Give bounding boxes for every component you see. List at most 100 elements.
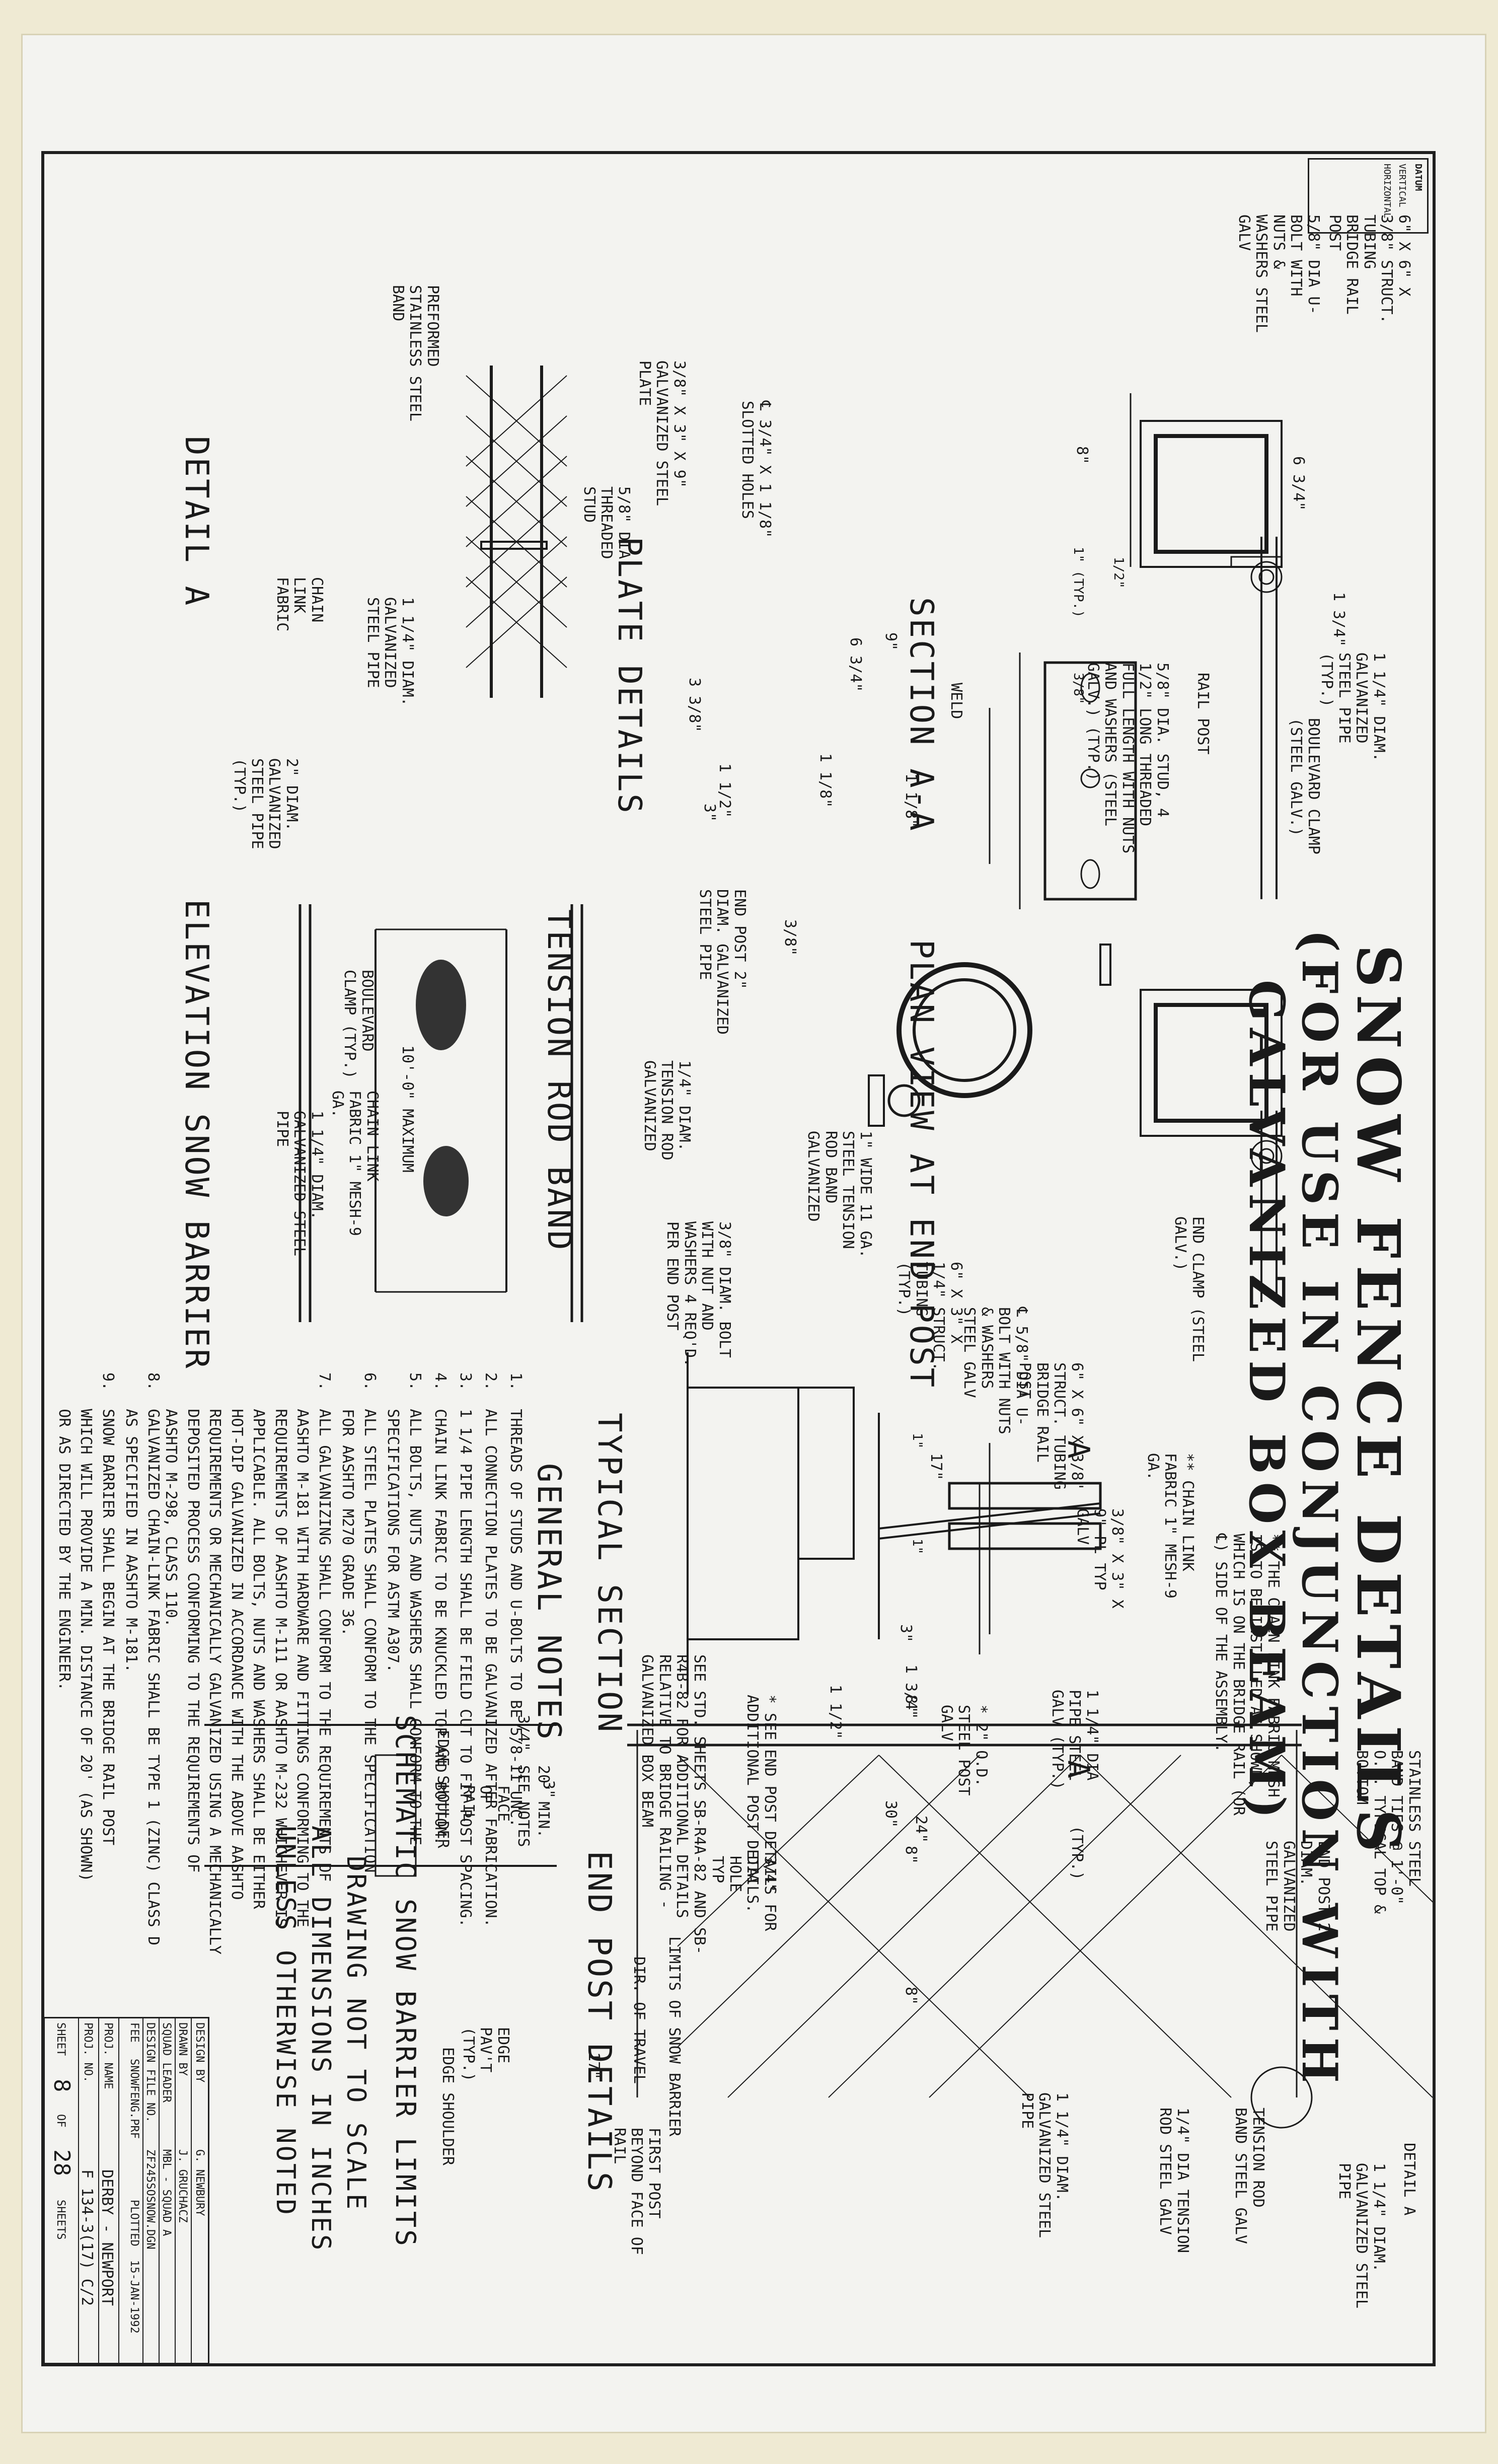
datum-title: DATUM: [1413, 164, 1424, 191]
tb-proj-value: DERBY - NEWPORT: [98, 2169, 116, 2306]
scale-note-3: UNLESS OTHERWISE NOTED: [270, 1826, 301, 2217]
tb-sheet-label: SHEET: [54, 2022, 67, 2056]
typical-dim1b: 1": [910, 1539, 925, 1555]
section-aa-dim-8: 8": [1073, 446, 1091, 465]
tb-fee-label: FEE: [128, 2022, 140, 2043]
plate-dim-38: 3/8": [781, 919, 799, 956]
typical-odsteel-label: * 2" O.D. STEEL POST GALV: [938, 1705, 990, 1796]
typical-section-drawing: [687, 1352, 1102, 1695]
schematic-face-label: FACE OF RAIL: [460, 1785, 512, 1822]
tb-row-proj: PROJ. NAME DERBY - NEWPORT: [98, 2018, 119, 2363]
tb-row-design: DESIGN BY G. NEWBURY: [192, 2018, 208, 2363]
plate-plate-label: 3/8" X 3" X 9" GALVANIZED STEEL PLATE: [636, 360, 688, 506]
tb-projno-value: F 134-3(17) C/2: [78, 2169, 96, 2306]
tb-row-squad: SQUAD LEADER MBL - SQUAD A: [159, 2018, 176, 2363]
end-post-drawing: [627, 1723, 1433, 2129]
plate-details-heading: PLATE DETAILS: [611, 537, 648, 815]
endpost-trod-label: 1/4" DIA TENSION ROD STEEL GALV: [1156, 2108, 1192, 2253]
section-aa-dim-half: 1/2": [1111, 557, 1126, 589]
tension-endpost-label: END POST 2" DIAM. GALVANIZED STEEL PIPE: [696, 889, 748, 1035]
endpost-dim8a: 8": [902, 1695, 920, 1713]
tension-band-label: 1" WIDE 11 GA. STEEL TENSION ROD BAND GA…: [804, 1131, 875, 1258]
typical-typ: (TYP.): [1068, 1826, 1086, 1880]
typical-tubing-label: 6" X 3" X 1/4" STRUCT. TUBING (TYP.): [895, 1262, 965, 1371]
tb-drawn-label: DRAWN BY: [176, 2022, 189, 2076]
section-cut-a-left: A: [1061, 1440, 1096, 1459]
general-note-1: 1. THREADS OF STUDS AND U-BOLTS TO BE 5/…: [507, 1372, 525, 1828]
tb-file-label: DESIGN FILE NO.: [144, 2022, 157, 2123]
elevation-fabric-label: CHAIN LINK FABRIC 1" MESH-9 GA.: [329, 1091, 381, 1236]
elevation-clamp-label: BOULEVARD CLAMP (TYP.): [341, 970, 377, 1079]
typical-fabric-label: ** CHAIN LINK FABRIC 1" MESH-9 GA.: [1144, 1453, 1196, 1599]
general-notes-heading: GENERAL NOTES: [530, 1463, 567, 1742]
schematic-edgepave-label: EDGE PAV'T (TYP.): [460, 2027, 512, 2082]
tb-file-value: ZF245SOSNOW.DGN: [144, 2149, 157, 2250]
typical-plate-label: 3/8" X 3" X 9" PL TYP GALV: [1074, 1508, 1126, 1609]
tb-of-label: OF: [54, 2114, 67, 2128]
section-aa-clamp-label: BOULEVARD CLAMP (STEEL GALV.): [1287, 718, 1323, 854]
endpost-dim112: 1 1/2": [827, 1685, 844, 1740]
section-aa-drawing: [1130, 393, 1283, 899]
plate-dim-9: 9": [882, 632, 900, 651]
plate-dim-118b: 1 1/8": [902, 773, 920, 828]
typical-dim30: 30": [882, 1800, 900, 1828]
schematic-min-label: 20' MIN.: [535, 1765, 552, 1838]
section-aa-dim-width: 6 3/4": [1290, 456, 1307, 511]
tb-design-label: DESIGN BY: [193, 2022, 206, 2083]
general-note-9: 9. SNOW BARRIER SHALL BEGIN AT THE BRIDG…: [55, 1372, 117, 1882]
detail-a-drawing: [466, 366, 567, 698]
endpost-dim8c: 8": [902, 1987, 920, 2005]
tb-row-projno: PROJ. NO. F 134-3(17) C/2: [78, 2018, 99, 2363]
elevation-pipe2-label: 2" DIAM. GALVANIZED STEEL PIPE (TYP.): [231, 758, 301, 849]
detail-a-pipe-label: 1 1/4" DIAM. GALVANIZED STEEL PIPE: [364, 597, 416, 706]
endpost-dim8b: 8": [902, 1846, 920, 1864]
tb-sheet-value: 8: [49, 2079, 74, 2092]
tb-row-fee: FEE SNOWFENG.PRF PLOTTED 15-JAN-1992: [126, 2018, 143, 2363]
detail-a-heading: DETAIL A: [178, 436, 215, 608]
typical-section-heading: TYPICAL SECTION: [590, 1413, 628, 1734]
endpost-dim24: 24": [912, 1816, 930, 1843]
elevation-max-label: 10'-0" MAXIMUM: [399, 1045, 416, 1173]
tension-band-drawing: [868, 962, 1032, 1127]
schematic-limits-label: LIMITS OF SNOW BARRIER: [665, 1936, 683, 2137]
tb-squad-value: MBL - SQUAD A: [160, 2149, 173, 2236]
plate-details-drawing: [989, 653, 1137, 986]
tb-squad-label: SQUAD LEADER: [160, 2022, 173, 2103]
typical-pipe-label: 1 1/4" DIA PIPE STEEL GALV (TYP.): [1048, 1690, 1101, 1790]
tb-projno-label: PROJ. NO.: [82, 2022, 94, 2083]
plate-slotted-label: ℄ 3/4" X 1 1/8" SLOTTED HOLES: [738, 401, 774, 538]
detail-a-fabric-label: CHAIN LINK FABRIC: [273, 577, 326, 632]
plate-weld-label: WELD: [947, 683, 965, 719]
general-note-8: 8. GALVANIZED CHAIN-LINK FABRIC SHALL BE…: [122, 1372, 163, 1945]
scale-note-2: ALL DIMENSIONS IN INCHES: [306, 1826, 336, 2253]
schematic-drawing: [204, 1724, 557, 1877]
typical-note2: ** THE CHAIN LINK FABRIC MESH IS TO BE I…: [1212, 1534, 1283, 1816]
tb-drawn-value: J. GRUCHACZ: [176, 2149, 189, 2223]
section-cut-a-right: A: [1061, 1760, 1096, 1779]
tension-band-heading: TENSION ROD BAND: [540, 909, 577, 1252]
title-line-1: SNOW FENCE DETAILS: [1343, 945, 1413, 1859]
drawing-linework: [204, 366, 1433, 2129]
elevation-heading: ELEVATION SNOW BARRIER: [178, 899, 215, 1370]
detail-a-band-label: PREFORMED STAINLESS STEEL BAND: [389, 285, 441, 421]
plan-view-drawing: [1140, 989, 1283, 1302]
datum-vertical: VERTICAL: [1397, 164, 1407, 207]
plate-dim-118a: 1 1/8": [816, 753, 834, 808]
datum-box: DATUM VERTICAL HORIZONTAL: [1308, 158, 1429, 234]
section-aa-pipe-label: 1 1/4" DIAM. GALVANIZED STEEL PIPE (TYP.…: [1318, 653, 1388, 762]
endpost-pipe-b-label: 1 1/4" DIAM. GALVANIZED STEEL PIPE: [1018, 2092, 1071, 2238]
section-aa-dim-3-8: 3/8": [1071, 673, 1086, 704]
section-aa-centerline-label: RAIL POST: [1194, 673, 1212, 755]
elevation-drawing: [298, 904, 583, 1322]
endpost-tband-label: TENSION ROD BAND STEEL GALV: [1232, 2108, 1267, 2244]
section-aa-dim-top: 1 3/4": [1330, 592, 1347, 647]
tb-row-sheet: SHEET 8 OF 28 SHEETS: [43, 2018, 79, 2363]
tension-rod-label: 1/4" DIAM. TENSION ROD GALVANIZED: [641, 1060, 693, 1161]
schematic-first-label: FIRST POST BEYOND FACE OF RAIL: [611, 2128, 663, 2255]
tb-plot-value: 15-JAN-1992: [128, 2260, 140, 2334]
tb-total-value: 28: [49, 2149, 74, 2176]
scale-note-1: DRAWING NOT TO SCALE: [341, 1856, 371, 2212]
endpost-pipe-r-label: 1 1/4" DIAM. GALVANIZED STEEL PIPE: [1335, 2163, 1388, 2308]
endpost-hole-label: 3/4" DIA HOLE TYP: [709, 1856, 779, 1893]
